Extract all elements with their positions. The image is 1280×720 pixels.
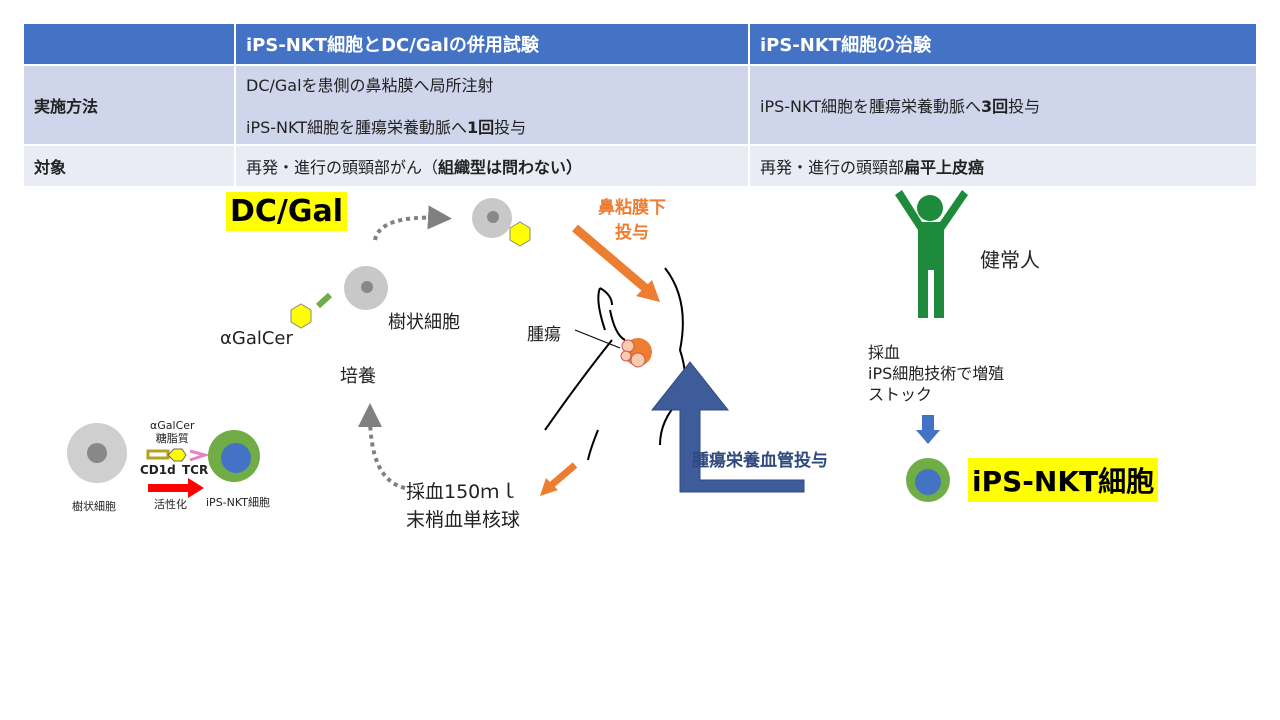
dendritic-label: 樹状細胞	[388, 312, 460, 333]
tcr-label: TCR	[182, 463, 209, 477]
green-arrow-icon	[315, 292, 333, 309]
method-line1: DC/Galを患側の鼻粘膜へ局所注射	[246, 76, 494, 95]
culture-label: 培養	[340, 366, 376, 387]
mini-nkt-label: iPS-NKT細胞	[206, 496, 270, 509]
person-icon	[895, 190, 968, 318]
tumor-label: 腫瘍	[527, 325, 561, 345]
mini-hexagon-icon	[167, 448, 187, 462]
mini-nkt-cell-icon	[208, 430, 260, 482]
nasal-label: 鼻粘膜下投与	[598, 198, 666, 243]
head-neck-outline	[544, 267, 686, 461]
orange-arrow-blood	[545, 462, 578, 491]
agalcer-label: αGalCer	[220, 328, 293, 349]
healthy-label: 健常人	[980, 248, 1040, 272]
dcgal-label: DC/Gal	[226, 192, 348, 231]
activation-label: 活性化	[154, 498, 187, 511]
target-combo: 再発・進行の頭頸部がん（組織型は問わない）	[234, 144, 750, 188]
dendritic-cell-icon-top	[472, 198, 531, 247]
mini-dc-label: 樹状細胞	[72, 500, 116, 513]
cd1d-label: CD1d	[140, 463, 176, 477]
header-combo-trial: iPS-NKT細胞とDC/Galの併用試験	[234, 22, 750, 66]
tumor-icon	[620, 338, 652, 368]
blue-down-arrow	[916, 415, 940, 444]
artery-label: 腫瘍栄養血管投与	[692, 451, 828, 471]
method-nkt: iPS-NKT細胞を腫瘍栄養動脈へ3回投与	[748, 64, 1258, 146]
dotted-arrow-culture	[358, 403, 406, 490]
target-nkt: 再発・進行の頭頸部扁平上皮癌	[748, 144, 1258, 188]
navy-arrow-artery	[650, 361, 805, 493]
dendritic-cell-icon-mid	[344, 266, 388, 310]
ips-nkt-cell-icon	[906, 458, 950, 502]
dotted-arrow-top	[373, 205, 452, 241]
header-nkt-trial: iPS-NKT細胞の治験	[748, 22, 1258, 66]
method-line2: iPS-NKT細胞を腫瘍栄養動脈へ1回投与	[246, 118, 527, 137]
mini-dendritic-cell-icon	[67, 423, 127, 483]
orange-arrow-nasal	[572, 224, 653, 296]
tumor-pointer	[574, 329, 621, 349]
tcr-icon	[189, 449, 211, 462]
row-label-target: 対象	[22, 144, 236, 188]
header-empty	[22, 22, 236, 66]
ipsnkt-label: iPS-NKT細胞	[968, 458, 1159, 502]
agalcer-hexagon-icon	[290, 303, 312, 329]
row-label-method: 実施方法	[22, 64, 236, 146]
cd1d-icon	[146, 449, 170, 460]
method-combo: DC/Galを患側の鼻粘膜へ局所注射 iPS-NKT細胞を腫瘍栄養動脈へ1回投与	[234, 64, 750, 146]
